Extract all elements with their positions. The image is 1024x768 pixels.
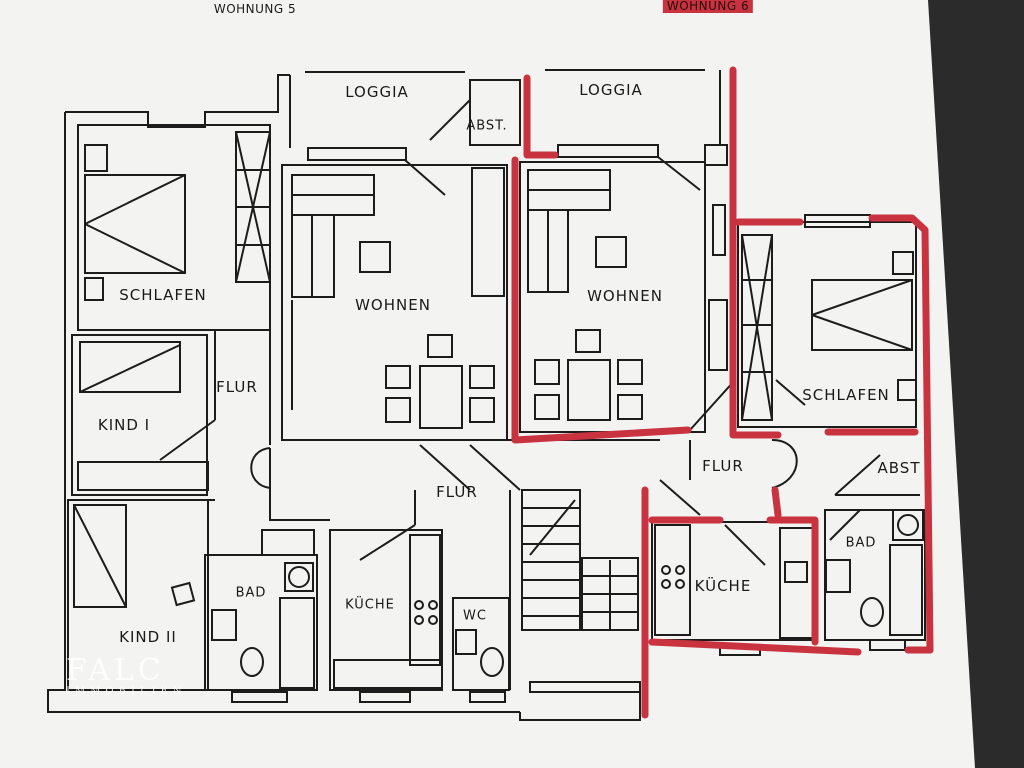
unit-label-right: WOHNUNG 6 xyxy=(662,0,754,13)
room-label-schlafen-left: SCHLAFEN xyxy=(119,286,207,304)
room-label-kueche-right: KÜCHE xyxy=(694,577,752,595)
watermark-sub: IMMOBILIEN xyxy=(66,686,187,697)
room-label-bad-left: BAD xyxy=(235,585,267,601)
room-label-abst-top: ABST. xyxy=(466,118,508,134)
room-label-flur-left: FLUR xyxy=(216,378,258,396)
room-label-kind-2: KIND II xyxy=(119,628,177,646)
highlight-walls xyxy=(511,66,934,719)
room-label-wohnen-right: WOHNEN xyxy=(587,287,663,305)
wall-lines xyxy=(47,69,926,721)
room-label-wohnen-left: WOHNEN xyxy=(355,296,431,314)
room-label-loggia-left: LOGGIA xyxy=(345,83,409,101)
unit-label-left: WOHNUNG 5 xyxy=(213,2,297,16)
watermark-brand: FALC xyxy=(66,653,165,688)
room-label-flur-right: FLUR xyxy=(702,457,744,475)
agency-watermark: FALC IMMOBILIEN xyxy=(66,656,187,698)
room-label-bad-right: BAD xyxy=(845,535,877,551)
room-label-loggia-right: LOGGIA xyxy=(579,81,643,99)
room-label-schlafen-right: SCHLAFEN xyxy=(802,386,890,404)
room-label-kind-1: KIND I xyxy=(97,416,151,434)
room-label-flur-center: FLUR xyxy=(436,483,478,501)
room-label-wc: WC xyxy=(463,608,487,624)
room-label-abst-right: ABST xyxy=(877,459,921,477)
room-label-kueche-left: KÜCHE xyxy=(345,597,395,613)
